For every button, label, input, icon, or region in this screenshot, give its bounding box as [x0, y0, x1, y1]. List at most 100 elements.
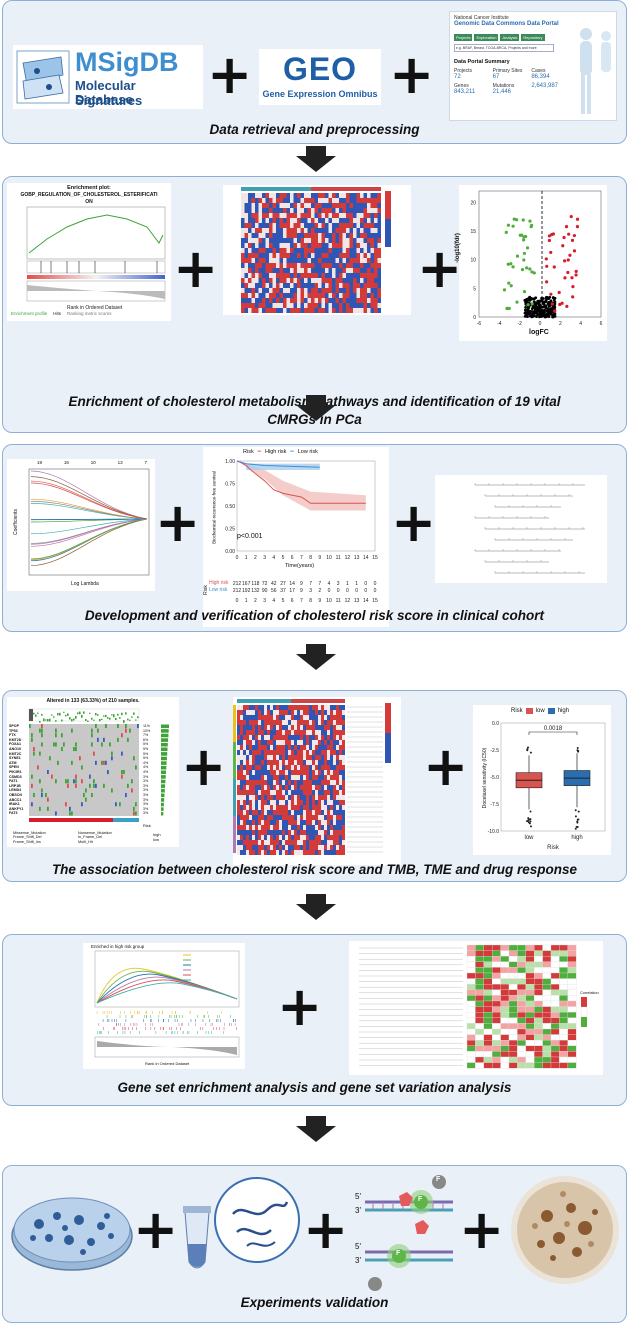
heatmap-cell: [267, 755, 270, 760]
heatmap-cell: [330, 720, 333, 725]
heatmap-cell: [241, 293, 245, 298]
heatmap-cell: [324, 850, 327, 855]
point-down: [520, 233, 524, 237]
heatmap-cell: [374, 213, 378, 218]
risk-table-tick: 4: [272, 598, 275, 604]
gdc-tab[interactable]: Repository: [521, 34, 545, 41]
heatmap-cell: [483, 1056, 493, 1063]
heatmap-cell: [288, 785, 291, 790]
heatmap-cell: [333, 720, 336, 725]
heatmap-cell: [567, 961, 577, 968]
risk-table-low: 132: [251, 588, 260, 594]
risk-table-high: 118: [251, 581, 259, 587]
heatmap-cell: [370, 203, 374, 208]
heatmap-cell: [307, 223, 311, 228]
heatmap-cell: [290, 208, 294, 213]
heatmap-cell: [286, 293, 290, 298]
mutation-cell: [81, 765, 83, 770]
heatmap-cell: [327, 765, 330, 770]
heatmap-cell: [258, 283, 262, 288]
heatmap-cell: [567, 1051, 577, 1058]
heatmap-cell: [304, 263, 308, 268]
heatmap-cell: [261, 820, 264, 825]
heatmap-cell: [282, 760, 285, 765]
heatmap-cell: [249, 835, 252, 840]
heatmap-cell: [276, 805, 279, 810]
heatmap-cell: [300, 725, 303, 730]
heatmap-cell: [542, 1012, 552, 1018]
heatmap-cell: [288, 820, 291, 825]
heatmap-cell: [290, 223, 294, 228]
heatmap-cell: [246, 815, 249, 820]
heatmap-cell: [318, 840, 321, 845]
heatmap-cell: [264, 720, 267, 725]
heatmap-cell: [370, 268, 374, 273]
point-down: [528, 267, 532, 271]
gdc-summary-title: Data Portal Summary: [454, 59, 510, 65]
heatmap-cell: [255, 775, 258, 780]
gdc-tab[interactable]: Exploration: [474, 34, 499, 41]
cmrg-heatmap: [223, 185, 411, 315]
heatmap-cell: [258, 835, 261, 840]
heatmap-cell: [508, 972, 518, 979]
heatmap-cell: [321, 203, 325, 208]
heatmap-cell: [327, 705, 330, 710]
gdc-search[interactable]: e.g. BRAF, Breast, TCGA-BRCA, Projects a…: [454, 44, 554, 52]
heatmap-cell: [315, 835, 318, 840]
heatmap-cell: [367, 228, 371, 233]
heatmap-cell: [261, 815, 264, 820]
heatmap-cell: [273, 770, 276, 775]
heatmap-cell: [249, 805, 252, 810]
mutation-cell: [95, 760, 97, 765]
legend-swatch: [385, 219, 391, 247]
heatmap-cell: [283, 298, 287, 303]
mutation-cell: [91, 793, 93, 798]
heatmap-cell: [272, 223, 276, 228]
heatmap-cell: [363, 218, 367, 223]
heatmap-cell: [306, 755, 309, 760]
heatmap-cell: [251, 228, 255, 233]
heatmap-cell: [300, 745, 303, 750]
risk-table-high: 72: [262, 581, 268, 587]
heatmap-cell: [300, 223, 304, 228]
heatmap-cell: [377, 263, 381, 268]
heatmap-cell: [300, 298, 304, 303]
heatmap-cell: [342, 208, 346, 213]
heatmap-cell: [255, 213, 259, 218]
heatmap-cell: [290, 283, 294, 288]
heatmap-cell: [237, 710, 240, 715]
point-down: [507, 281, 511, 285]
heatmap-cell: [270, 760, 273, 765]
gdc-tab[interactable]: Analysis: [500, 34, 520, 41]
heatmap-cell: [483, 1028, 493, 1035]
heatmap-cell: [237, 820, 240, 825]
heatmap-cell: [374, 218, 378, 223]
heatmap-cell: [255, 308, 259, 313]
heatmap-cell: [550, 956, 560, 962]
heatmap-cell: [249, 815, 252, 820]
heatmap-cell: [255, 830, 258, 835]
heatmap-cell: [335, 233, 339, 238]
gdc-tab[interactable]: Projects: [454, 34, 473, 41]
heatmap-cell: [328, 233, 332, 238]
stat-value: 843,211: [454, 89, 476, 95]
heatmap-cell: [370, 213, 374, 218]
heatmap-cell: [237, 705, 240, 710]
heatmap-cell: [377, 308, 381, 313]
heatmap-cell: [314, 223, 318, 228]
point-up: [575, 217, 580, 221]
heatmap-cell: [517, 1045, 526, 1052]
heatmap-cell: [321, 198, 325, 203]
heatmap-cell: [367, 283, 371, 288]
heatmap-cell: [273, 745, 276, 750]
heatmap-cell: [269, 283, 273, 288]
heatmap-cell: [282, 735, 285, 740]
heatmap-cell: [342, 228, 346, 233]
point-down: [515, 254, 520, 258]
heatmap-cell: [363, 263, 367, 268]
heatmap-cell: [283, 278, 287, 283]
tmb-bar: [93, 719, 95, 721]
heatmap-cell: [273, 765, 276, 770]
risk-table-high: 1: [346, 581, 349, 587]
heatmap-cell: [309, 835, 312, 840]
